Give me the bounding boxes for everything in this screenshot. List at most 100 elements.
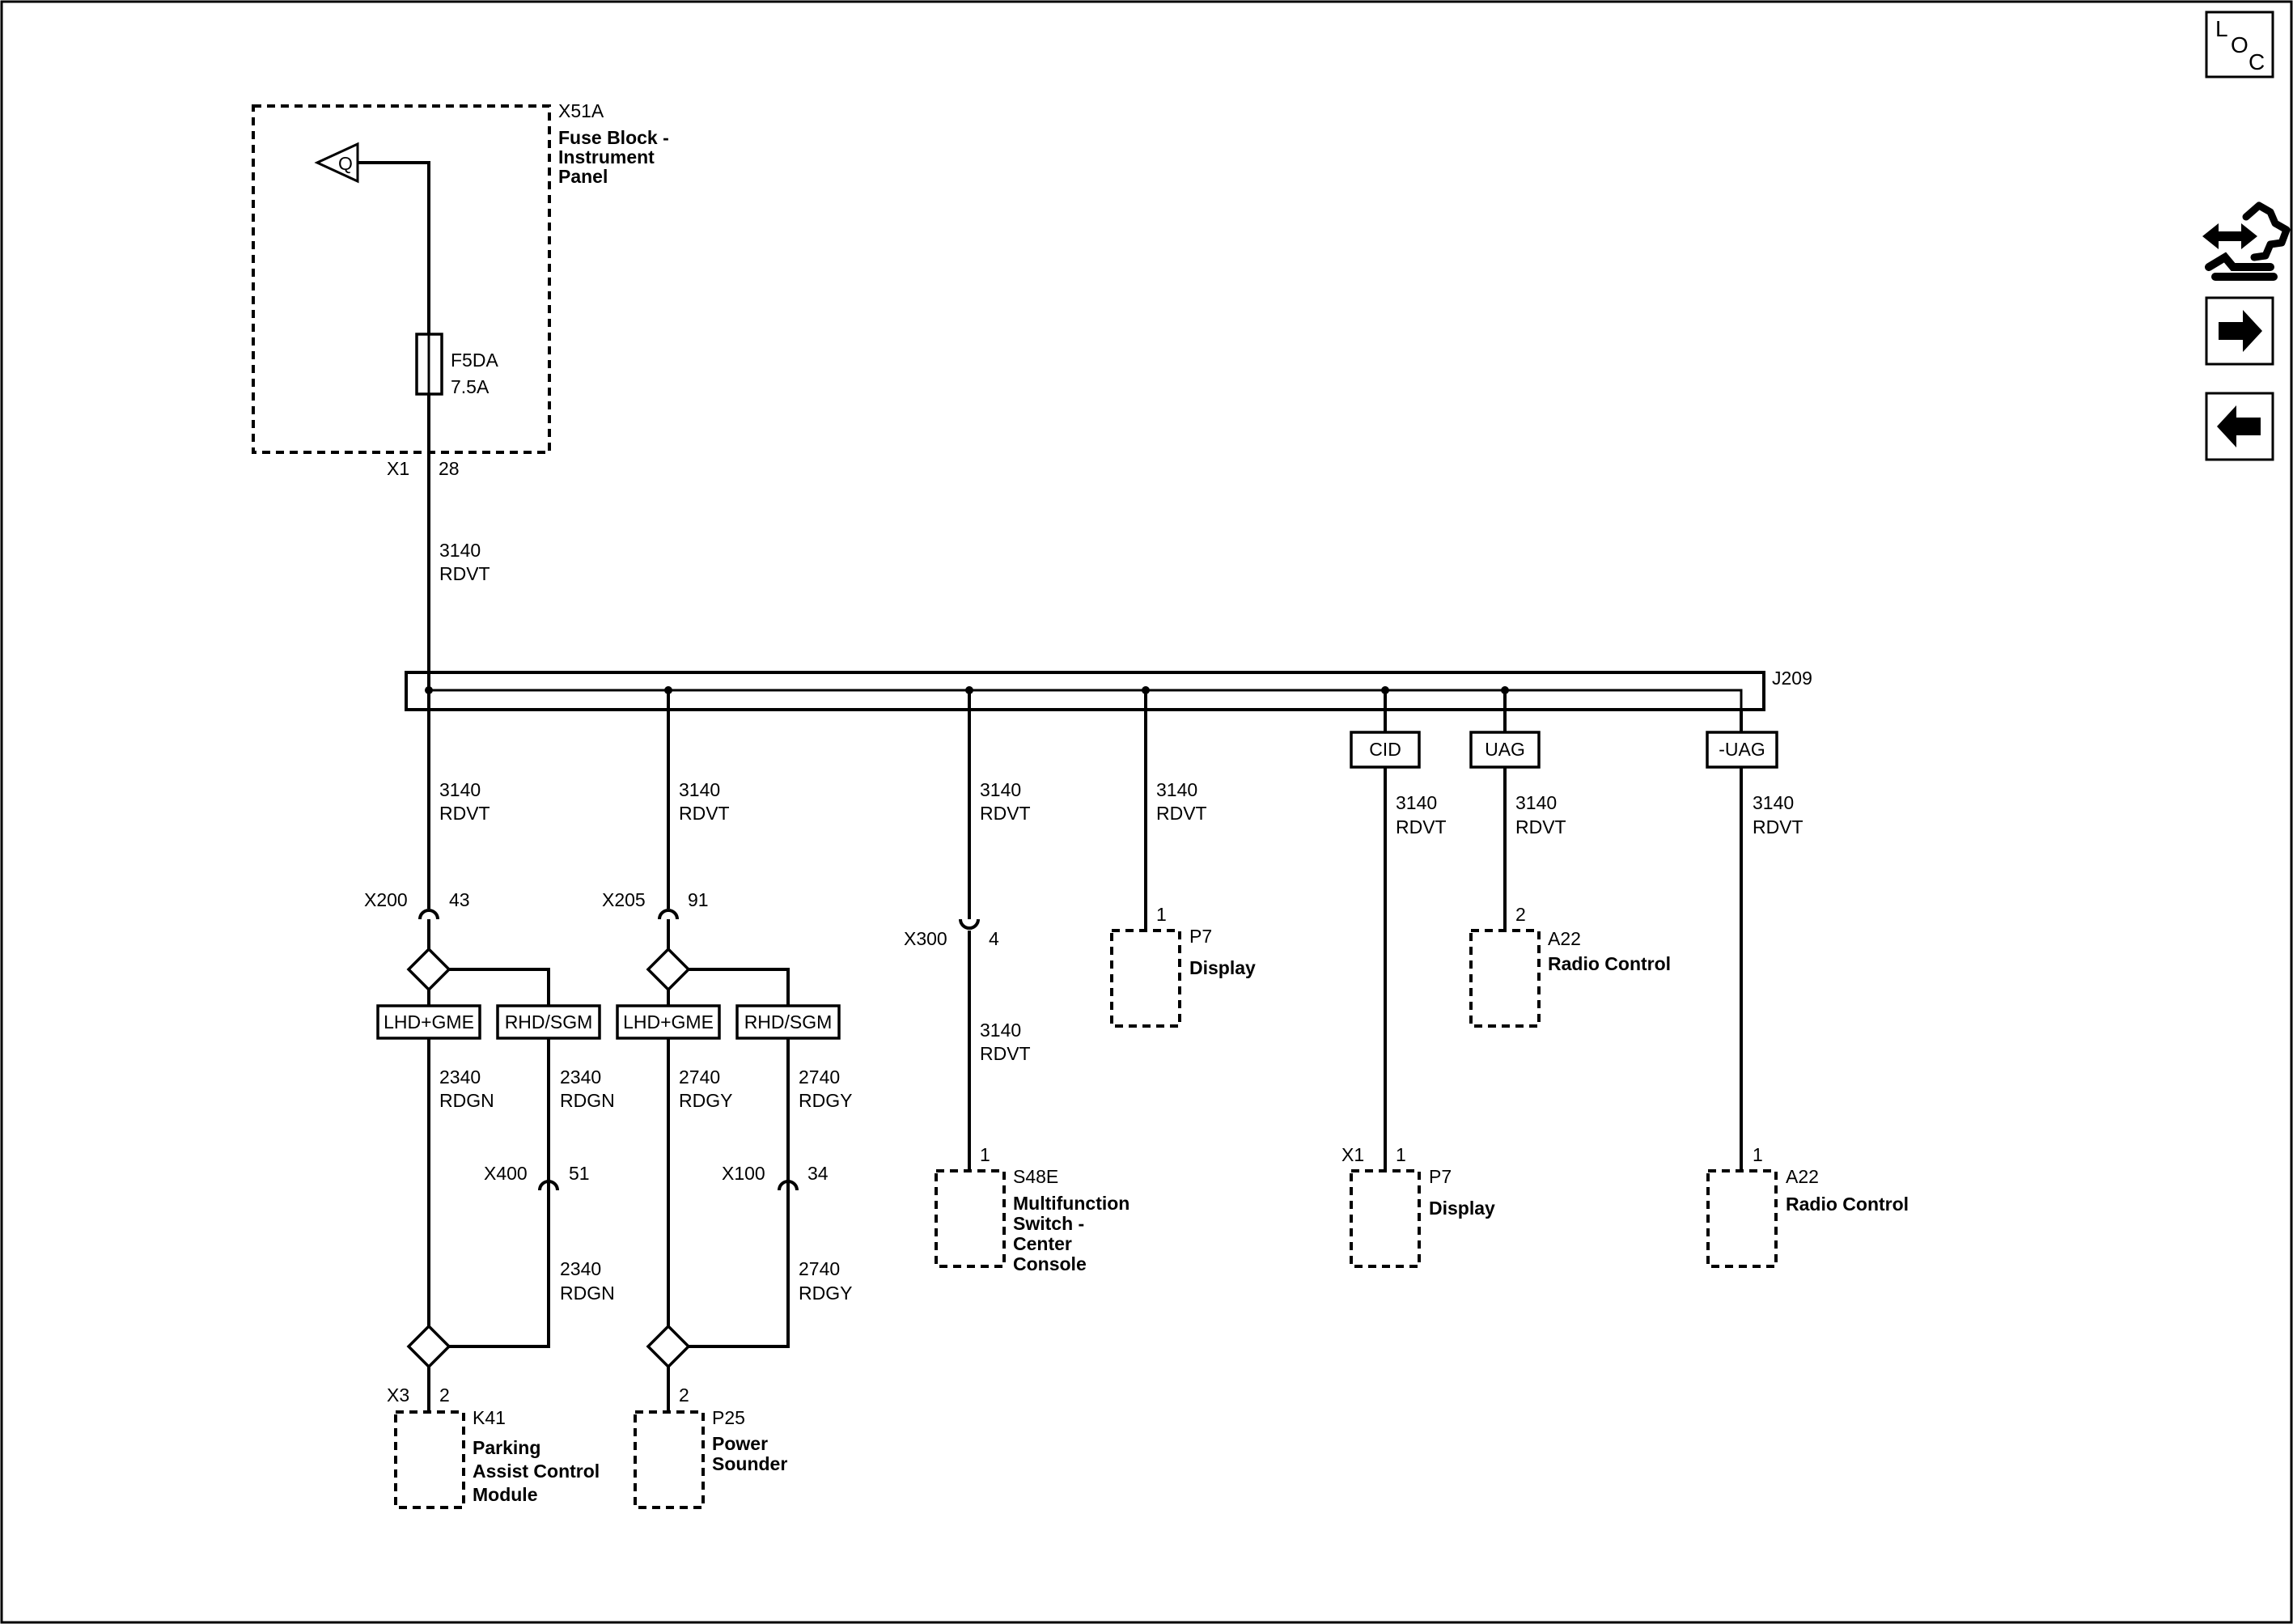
component-name-4: Console — [1013, 1253, 1087, 1274]
fuse-block-name-1: Fuse Block - — [558, 127, 669, 148]
branch-display-top: 3140 RDVT 1 P7 Display — [1110, 690, 1256, 1028]
wire-color: RDVT — [980, 1043, 1031, 1064]
option-tag-text: -UAG — [1719, 739, 1765, 760]
component-connector: X1 — [1341, 1144, 1364, 1165]
wire-circuit: 3140 — [980, 1020, 1021, 1041]
fuse-block-outline — [252, 104, 551, 454]
option-tag-text: LHD+GME — [384, 1011, 474, 1032]
loc-letter-o: O — [2231, 32, 2248, 57]
splice-pack: J209 — [405, 668, 1812, 711]
branch-multifunction-switch: 3140 RDVT X300 4 3140 RDVT 1 S48E Multif… — [904, 690, 1130, 1274]
wire-circuit: 2340 — [439, 1066, 481, 1088]
fuse-block: X51A Fuse Block - Instrument Panel Q F5D… — [252, 100, 669, 479]
wire-color: RDVT — [1753, 816, 1803, 837]
option-tag-lhd-gme — [376, 1004, 481, 1040]
component-name: Display — [1429, 1198, 1495, 1219]
fuse-block-pin: 28 — [439, 458, 460, 479]
component-name: Radio Control — [1786, 1194, 1909, 1215]
branch-radio-not-uag: -UAG 3140 RDVT 1 A22 Radio Control — [1706, 710, 1909, 1268]
component-id: A22 — [1548, 928, 1581, 949]
component-pin: 2 — [1515, 904, 1526, 925]
component-name: Display — [1189, 957, 1256, 978]
wire-circuit: 3140 — [1515, 792, 1557, 813]
wire-color: RDVT — [1515, 816, 1566, 837]
main-wire-color: RDVT — [439, 563, 490, 584]
inline-connector-pin: 43 — [449, 889, 470, 910]
component-name-3: Center — [1013, 1233, 1072, 1254]
fuse-rating: 7.5A — [451, 376, 490, 397]
wire-circuit: 2740 — [799, 1066, 840, 1088]
fuse-feed-wire — [358, 161, 430, 334]
component-name: Radio Control — [1548, 953, 1671, 974]
wire — [689, 968, 790, 1006]
inline-connector-id: X400 — [484, 1163, 528, 1184]
wire — [449, 968, 550, 1006]
wire-circuit: 2340 — [560, 1258, 601, 1279]
wire-color: RDGN — [439, 1090, 494, 1111]
component-pin: 1 — [1156, 904, 1167, 925]
inline-connector-id: X200 — [364, 889, 408, 910]
option-tag-text: RHD/SGM — [505, 1011, 593, 1032]
next-page-button[interactable] — [2205, 296, 2274, 366]
wire-circuit: 2340 — [560, 1066, 601, 1088]
wire-circuit: 3140 — [980, 779, 1021, 800]
option-join-diamond — [406, 1324, 451, 1369]
component-pin: 1 — [1396, 1144, 1406, 1165]
plug-shape — [2242, 201, 2291, 261]
component-box — [394, 1410, 465, 1509]
loc-button[interactable]: L O C — [2205, 11, 2274, 78]
main-wire-circuit: 3140 — [439, 540, 481, 561]
arrow-left-shape — [2217, 405, 2261, 447]
loc-icon[interactable] — [2205, 11, 2274, 78]
wire-circuit: 3140 — [679, 779, 720, 800]
inline-connector-icon — [658, 909, 679, 920]
wire-color: RDVT — [980, 803, 1031, 824]
wire-circuit: 2740 — [799, 1258, 840, 1279]
inline-connector-pin: 34 — [807, 1163, 829, 1184]
component-name-1: Power — [712, 1433, 768, 1454]
fuse-block-id: X51A — [558, 100, 604, 121]
branch-display-cid: CID 3140 RDVT X1 1 P7 Display — [1341, 690, 1495, 1268]
component-id: P25 — [712, 1407, 745, 1428]
component-name-2: Switch - — [1013, 1213, 1084, 1234]
option-join-diamond — [646, 1324, 691, 1369]
component-name-2: Assist Control — [473, 1461, 600, 1482]
connector-harness-icon[interactable] — [2202, 201, 2291, 283]
component-box — [634, 1410, 705, 1509]
component-pin: 1 — [980, 1144, 990, 1165]
inline-connector-id: X205 — [602, 889, 646, 910]
inline-connector-pin: 91 — [688, 889, 709, 910]
inline-connector-pin: 4 — [989, 928, 999, 949]
component-name-1: Multifunction — [1013, 1193, 1130, 1214]
wire-color: RDVT — [439, 803, 490, 824]
wire-circuit: 3140 — [1396, 792, 1437, 813]
harness-shape — [2205, 252, 2278, 281]
fuse-id: F5DA — [451, 350, 498, 371]
splice-id: J209 — [1772, 668, 1812, 689]
option-tag-uag — [1469, 731, 1541, 769]
wire-circuit: 3140 — [1753, 792, 1794, 813]
inline-connector-icon — [959, 918, 980, 930]
option-split-diamond — [646, 947, 691, 992]
prev-page-button[interactable] — [2205, 392, 2274, 461]
component-box — [935, 1169, 1006, 1268]
component-id: P7 — [1189, 926, 1212, 947]
fuse-block-name-3: Panel — [558, 166, 608, 187]
component-name-3: Module — [473, 1484, 538, 1505]
component-pin: 2 — [679, 1384, 689, 1406]
wire — [449, 1190, 550, 1348]
branch-radio-uag: UAG 3140 RDVT 2 A22 Radio Control — [1469, 690, 1671, 1028]
inline-connector-id: X100 — [722, 1163, 765, 1184]
inline-connector-icon — [538, 1180, 559, 1191]
power-terminal-label: Q — [338, 153, 353, 174]
branch-power-sounder: 3140 RDVT X205 91 LHD+GME RHD/SGM 2740 R… — [602, 690, 852, 1509]
inline-connector-pin: 51 — [569, 1163, 590, 1184]
wire-color: RDGY — [679, 1090, 732, 1111]
option-tag-text: CID — [1369, 739, 1401, 760]
component-box — [1469, 929, 1541, 1028]
fuse-block-connector: X1 — [387, 458, 409, 479]
option-tag-text: LHD+GME — [623, 1011, 714, 1032]
wire-circuit: 2740 — [679, 1066, 720, 1088]
